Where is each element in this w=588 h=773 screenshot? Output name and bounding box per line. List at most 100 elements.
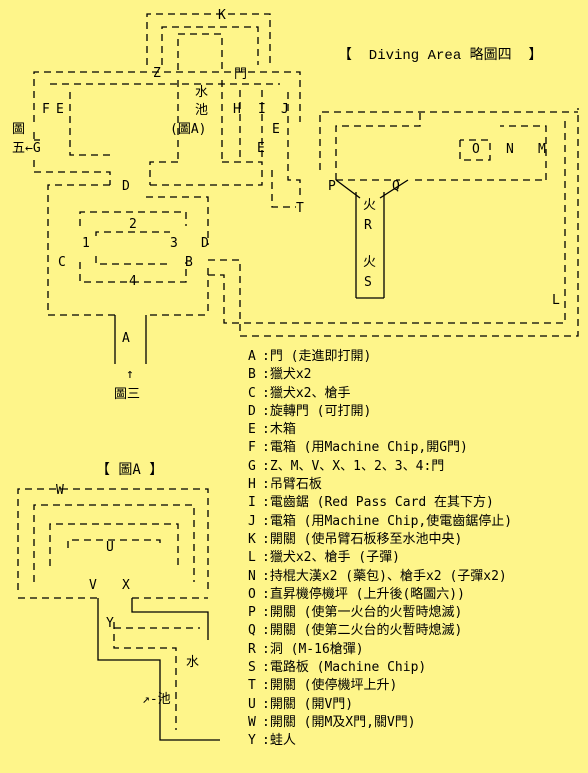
legend-key: I <box>248 495 256 511</box>
legend-text: 洞 (M-16槍彈) <box>269 641 364 657</box>
label-e-right1: E <box>272 122 280 137</box>
legend-text: 持棍大漢x2 (藥包)、槍手x2 (子彈x2) <box>269 568 507 584</box>
legend-key: C <box>248 385 256 401</box>
label-t: T <box>296 201 304 216</box>
figa-wall-shaft-inner <box>113 622 177 730</box>
label-b: B <box>185 255 193 270</box>
label-m: M <box>538 142 546 157</box>
legend-row: Y:蛙人 <box>248 732 584 750</box>
label-c: C <box>58 255 66 270</box>
label-pool-line1: 水 <box>195 85 208 100</box>
legend-key: T <box>248 678 256 694</box>
legend-row: D:旋轉門 (可打開) <box>248 403 584 421</box>
label-e-right2: E <box>257 141 265 156</box>
wall-z-corridor-top <box>33 71 301 122</box>
legend-row: B:獵犬x2 <box>248 366 584 384</box>
figa-label-water: 水 <box>186 655 199 670</box>
label-h: H <box>233 102 241 117</box>
label-fig5-line2: 五←G <box>12 141 41 156</box>
legend-separator: : <box>262 422 270 438</box>
label-pool-line3: (圖A) <box>170 122 206 137</box>
wall-inner-ring-bottom <box>79 262 187 283</box>
legend-key: P <box>248 605 256 621</box>
legend-separator: : <box>262 733 270 749</box>
label-1: 1 <box>82 236 90 251</box>
legend-separator: : <box>262 495 270 511</box>
legend-separator: : <box>262 696 270 712</box>
legend-text: 旋轉門 (可打開) <box>269 403 372 419</box>
legend-text: 開關 (使第一火台的火暫時熄滅) <box>269 605 463 621</box>
label-k: K <box>218 8 226 23</box>
legend-text: 開關 (開V門) <box>269 696 354 712</box>
label-f: F <box>42 102 50 117</box>
label-3: 3 <box>170 236 178 251</box>
wall-inner-ring-inner-bottom <box>95 256 170 265</box>
wall-pool-top <box>177 33 223 70</box>
legend-key: N <box>248 568 256 584</box>
label-fig5-line1: 圖 <box>12 122 25 137</box>
label-n: N <box>506 142 514 157</box>
figa-wall-ring2 <box>49 523 179 566</box>
legend-row: F:電箱 (用Machine Chip,開G門) <box>248 439 584 457</box>
figa-label-pool: ↗-池 <box>142 692 171 707</box>
wall-pool-bottom-right <box>146 161 263 186</box>
legend-text: 門 (走進即打開) <box>269 349 372 364</box>
legend-text: 開關 (開M及X門,關V門) <box>269 714 416 730</box>
legend-row: L:獵犬x2、槍手 (子彈) <box>248 549 584 567</box>
legend-row: I:電齒鋸 (Red Pass Card 在其下方) <box>248 494 584 512</box>
wall-left-bottom <box>34 171 111 185</box>
legend-separator: : <box>262 531 270 547</box>
legend-separator: : <box>262 714 270 730</box>
legend-row: P:開關 (使第一火台的火暫時熄滅) <box>248 604 584 622</box>
legend-text: Z、M、V、X、1、2、3、4:門 <box>269 458 445 474</box>
label-e-left: E <box>56 102 64 117</box>
label-r: R <box>364 218 372 233</box>
legend-row: T:開關 (使停機坪上升) <box>248 677 584 695</box>
label-a: A <box>122 331 130 346</box>
label-fig3: 圖三 <box>114 387 140 402</box>
legend-separator: : <box>262 605 270 621</box>
legend-row: H:吊臂石板 <box>248 476 584 494</box>
wall-fire-corridor-top-left <box>335 179 361 199</box>
wall-helipad-outer <box>319 111 578 170</box>
legend-key: Q <box>248 623 256 639</box>
label-fire1: 火 <box>363 198 376 213</box>
label-d-right: D <box>201 236 209 251</box>
legend-text: 獵犬x2、槍手 <box>269 385 351 401</box>
figa-label-u: U <box>106 540 114 555</box>
legend-row: Q:開關 (使第二火台的火暫時熄滅) <box>248 622 584 640</box>
figa-label-w: W <box>56 483 64 498</box>
wall-k-corridor-inner <box>161 26 259 65</box>
legend-text: 蛙人 <box>269 733 296 749</box>
legend-text: 吊臂石板 <box>269 477 322 493</box>
legend-text: 電箱 (用Machine Chip,開G門) <box>269 440 468 456</box>
wall-central-room-right <box>146 196 209 245</box>
legend-text: 木箱 <box>269 422 296 438</box>
wall-helipad-inner <box>335 112 421 180</box>
legend-separator: : <box>262 550 270 566</box>
legend-row: K:開關 (使吊臂石板移至水池中央) <box>248 531 584 549</box>
legend-key: F <box>248 440 256 456</box>
legend-key: G <box>248 458 256 474</box>
legend-separator: : <box>262 660 270 676</box>
figa-wall-shaft-left <box>97 598 220 741</box>
legend-text: 開關 (使第二火台的火暫時熄滅) <box>269 623 463 639</box>
legend-key: U <box>248 696 256 712</box>
legend-text: 獵犬x2、槍手 (子彈) <box>269 550 400 566</box>
label-j: J <box>281 102 289 117</box>
legend-row: W:開關 (開M及X門,關V門) <box>248 714 584 732</box>
legend-text: 獵犬x2 <box>269 367 312 383</box>
wall-j-column <box>287 92 301 196</box>
legend-text: 電路板 (Machine Chip) <box>269 660 427 676</box>
legend-key: K <box>248 531 256 547</box>
wall-l-corridor-outer <box>208 108 579 337</box>
figa-label-x: X <box>122 578 130 593</box>
legend-row: G:Z、M、V、X、1、2、3、4:門 <box>248 458 584 476</box>
label-l: L <box>552 293 560 308</box>
label-gate-top: 門 <box>234 67 247 82</box>
wall-inner-ring <box>79 211 187 226</box>
legend-key: S <box>248 660 256 676</box>
wall-helipad-right <box>500 125 547 180</box>
figure-a-title: 【 圖A 】 <box>96 462 164 478</box>
